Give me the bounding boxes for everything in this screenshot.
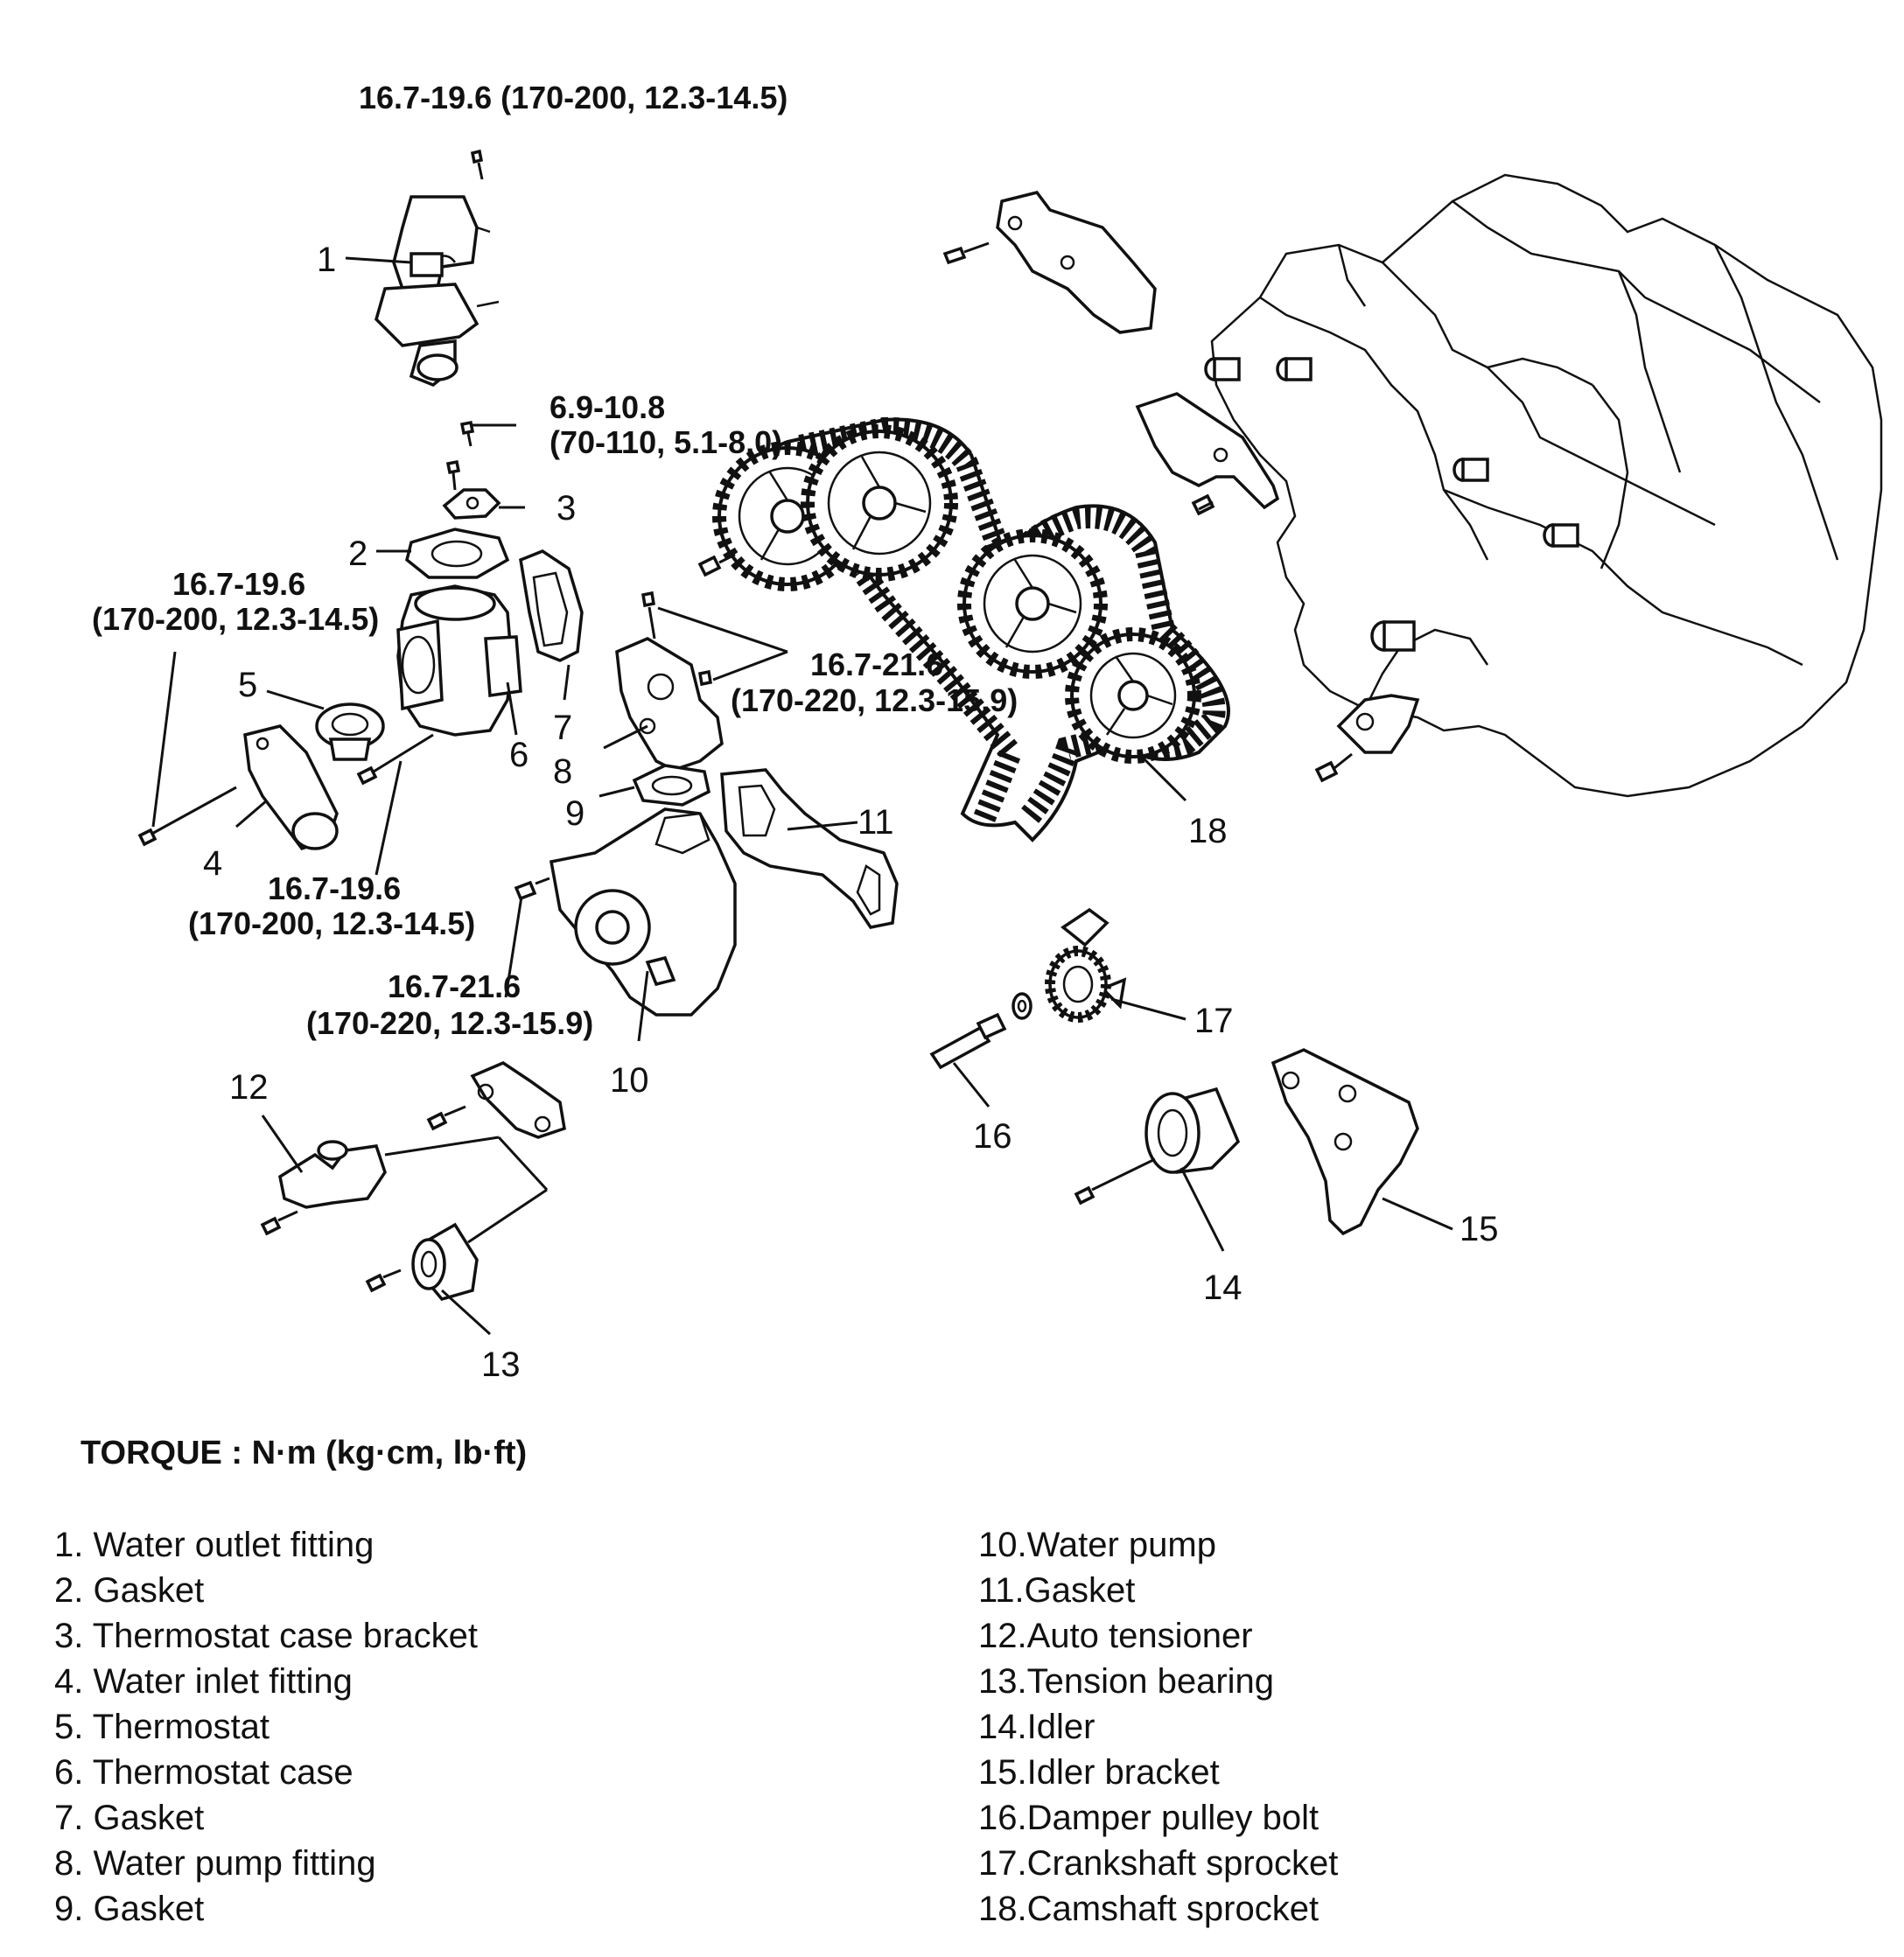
torque-case-left-line2: (170-200, 12.3-14.5) <box>92 601 379 637</box>
camshaft-sprocket-front-right <box>801 424 958 582</box>
camshaft-sprocket-bolt <box>697 553 736 577</box>
leader-lines <box>151 256 1453 1336</box>
exploded-parts-diagram: 16.7-19.6 (170-200, 12.3-14.5) 6.9-10.8 … <box>92 80 1883 1384</box>
side-timing-bracket <box>1135 392 1280 516</box>
engine-block <box>1204 173 1883 798</box>
legend-item: 14.Idler <box>978 1708 1096 1746</box>
thermostat-case-bracket <box>442 420 501 520</box>
damper-pulley-bolt <box>929 1012 1007 1070</box>
water-pump-fitting <box>615 591 724 772</box>
idler <box>1074 1087 1241 1206</box>
legend-item: 10.Water pump <box>978 1526 1216 1564</box>
callout-16: 16 <box>973 1117 1012 1156</box>
thermostat-gasket <box>405 528 510 579</box>
torque-water-outlet-bolt: 16.7-19.6 (170-200, 12.3-14.5) <box>359 80 788 115</box>
water-pump-gasket-large <box>720 768 899 929</box>
timing-belt <box>746 416 1230 842</box>
water-pump-gasket <box>632 764 710 807</box>
legend-item: 5. Thermostat <box>54 1708 270 1746</box>
torque-bracket-bolt-line1: 6.9-10.8 <box>550 389 665 425</box>
camshaft-sprocket-rear-right <box>1065 627 1201 764</box>
parts-legend-right: 10.Water pump 11.Gasket 12.Auto tensione… <box>978 1522 1338 1932</box>
torque-inlet-bolt-line1: 16.7-19.6 <box>268 870 401 906</box>
legend-item: 11.Gasket <box>978 1571 1136 1610</box>
legend-item: 6. Thermostat case <box>54 1753 354 1792</box>
callout-3: 3 <box>556 489 576 528</box>
crankshaft-sprocket <box>1012 907 1127 1023</box>
parts-legend-left: 1. Water outlet fitting 2. Gasket 3. The… <box>54 1522 478 1932</box>
callout-9: 9 <box>565 794 584 833</box>
legend-item: 4. Water inlet fitting <box>54 1662 353 1701</box>
legend-item: 17.Crankshaft sprocket <box>978 1844 1339 1883</box>
callout-4: 4 <box>203 844 222 883</box>
callout-10: 10 <box>610 1061 649 1100</box>
callout-12: 12 <box>229 1068 269 1107</box>
tension-bearing <box>365 1222 479 1301</box>
water-pump <box>514 807 737 1017</box>
callout-17: 17 <box>1194 1002 1234 1040</box>
legend-item: 12.Auto tensioner <box>978 1617 1253 1655</box>
long-bolts <box>137 733 434 847</box>
water-inlet-fitting <box>243 724 339 851</box>
torque-case-left-line1: 16.7-19.6 <box>172 566 305 602</box>
callout-18: 18 <box>1188 812 1228 850</box>
thermostat-case <box>396 584 522 737</box>
legend-item: 8. Water pump fitting <box>54 1844 376 1883</box>
callout-1: 1 <box>317 241 336 279</box>
torque-bracket-bolt-line2: (70-110, 5.1-8.0) <box>550 424 782 460</box>
legend-item: 2. Gasket <box>54 1571 205 1610</box>
legend-item: 15.Idler bracket <box>978 1753 1220 1792</box>
callout-7: 7 <box>553 709 572 747</box>
legend-item: 1. Water outlet fitting <box>54 1526 374 1564</box>
callout-13: 13 <box>481 1345 521 1384</box>
idler-bracket <box>1270 1048 1419 1236</box>
torque-pump-bolt-line1: 16.7-21.6 <box>388 968 521 1004</box>
legend-item: 9. Gasket <box>54 1890 205 1928</box>
legend-item: 18.Camshaft sprocket <box>978 1890 1320 1928</box>
callout-14: 14 <box>1203 1269 1242 1307</box>
legend-item: 3. Thermostat case bracket <box>54 1617 478 1655</box>
thermostat <box>315 702 385 761</box>
legend-item: 16.Damper pulley bolt <box>978 1799 1320 1837</box>
torque-pump-fitting-line2: (170-220, 12.3-15.9) <box>731 682 1018 718</box>
camshaft-sprocket-rear-left <box>957 528 1108 679</box>
callout-15: 15 <box>1460 1210 1499 1248</box>
torque-pump-bolt-line2: (170-220, 12.3-15.9) <box>306 1005 593 1041</box>
torque-units-heading: TORQUE : N·m (kg·cm, lb·ft) <box>80 1435 528 1471</box>
upper-timing-bracket <box>942 191 1157 334</box>
callout-11: 11 <box>858 803 894 842</box>
torque-inlet-bolt-line2: (170-200, 12.3-14.5) <box>188 905 475 941</box>
legend-item: 7. Gasket <box>54 1799 205 1837</box>
callout-5: 5 <box>238 666 257 704</box>
auto-tensioner <box>260 1061 566 1244</box>
lower-engine-bracket <box>1314 694 1420 783</box>
callout-6: 6 <box>509 736 528 774</box>
torque-pump-fitting-line1: 16.7-21.6 <box>810 647 943 682</box>
pump-fitting-gasket <box>519 549 584 662</box>
callout-2: 2 <box>348 535 368 573</box>
legend-item: 13.Tension bearing <box>978 1662 1275 1701</box>
water-outlet-fitting <box>374 149 500 388</box>
callout-8: 8 <box>553 752 572 791</box>
